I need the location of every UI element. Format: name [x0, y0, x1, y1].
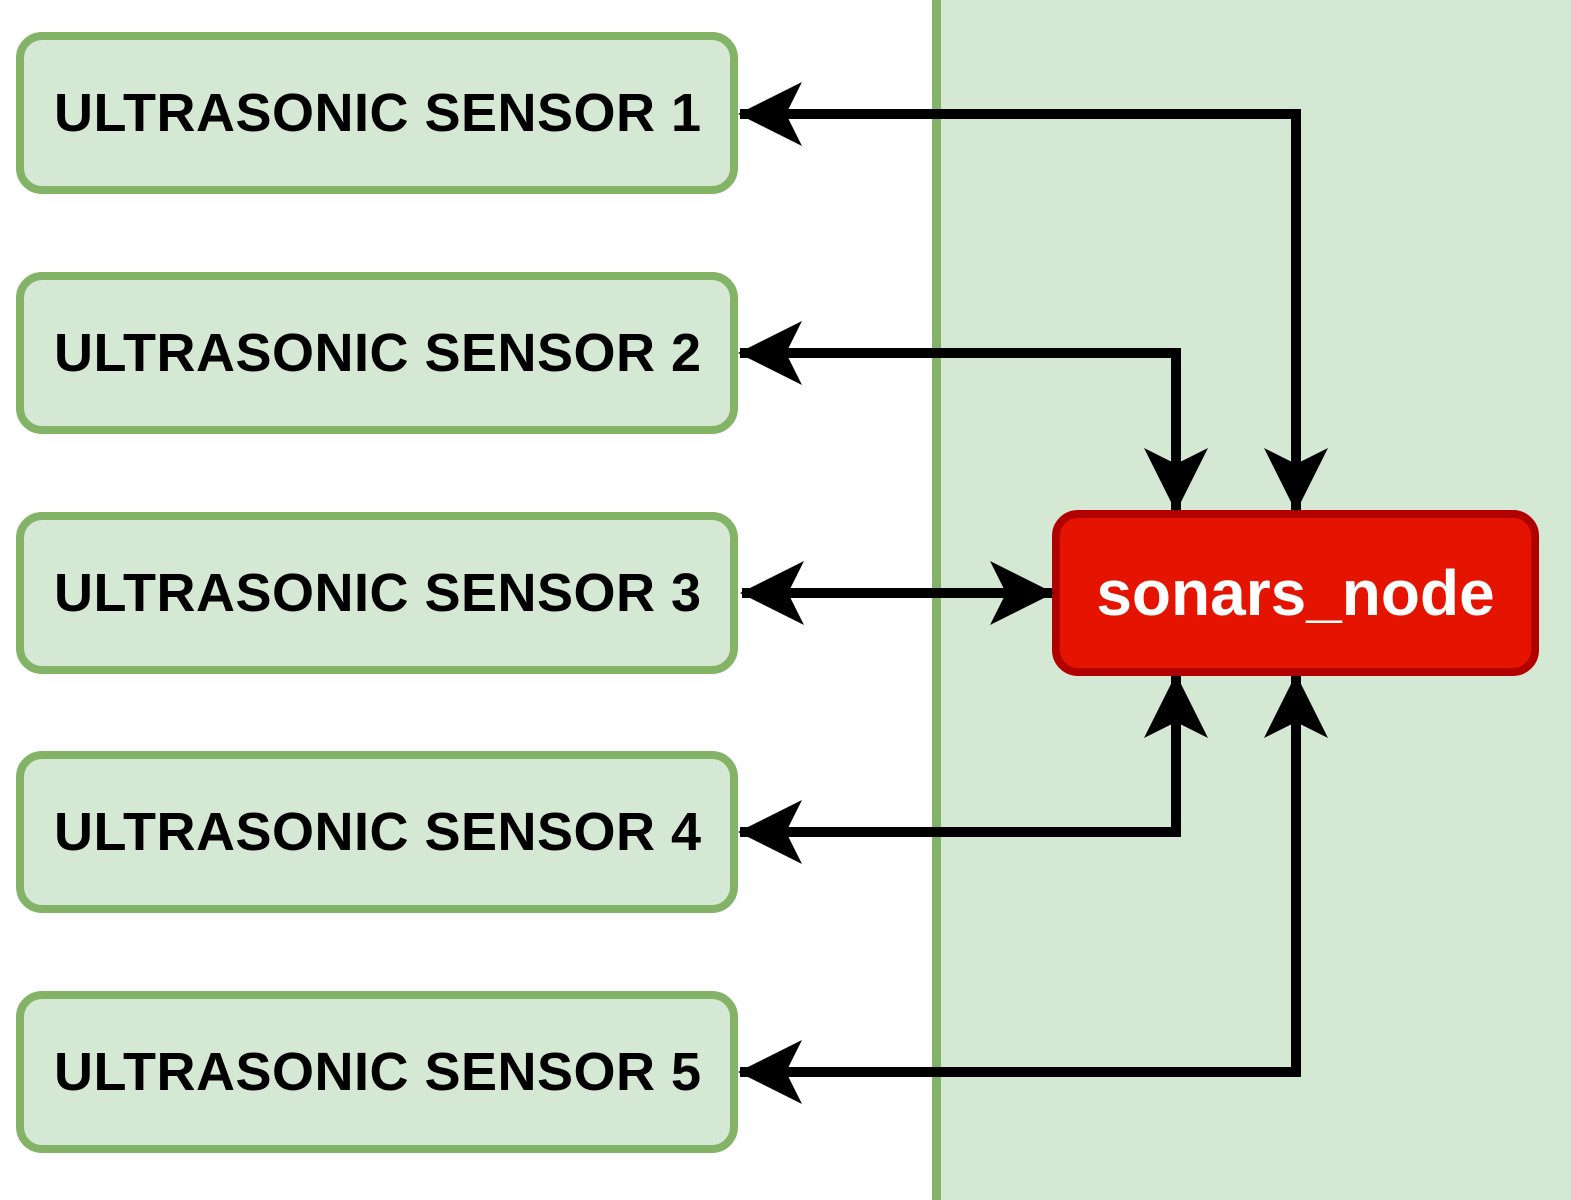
- sensor-box-2[interactable]: ULTRASONIC SENSOR 2: [16, 272, 738, 434]
- sensor-label-5: ULTRASONIC SENSOR 5: [54, 1042, 702, 1102]
- sensor-label-4: ULTRASONIC SENSOR 4: [54, 802, 702, 862]
- sonars-node-box[interactable]: sonars_node: [1052, 510, 1539, 676]
- sonars-node-label: sonars_node: [1096, 557, 1495, 629]
- sensor-box-1[interactable]: ULTRASONIC SENSOR 1: [16, 32, 738, 194]
- sensor-box-5[interactable]: ULTRASONIC SENSOR 5: [16, 991, 738, 1153]
- sensor-label-3: ULTRASONIC SENSOR 3: [54, 563, 702, 623]
- sensor-box-3[interactable]: ULTRASONIC SENSOR 3: [16, 512, 738, 674]
- sensor-label-1: ULTRASONIC SENSOR 1: [54, 83, 702, 143]
- sensor-box-4[interactable]: ULTRASONIC SENSOR 4: [16, 751, 738, 913]
- sensor-label-2: ULTRASONIC SENSOR 2: [54, 323, 702, 383]
